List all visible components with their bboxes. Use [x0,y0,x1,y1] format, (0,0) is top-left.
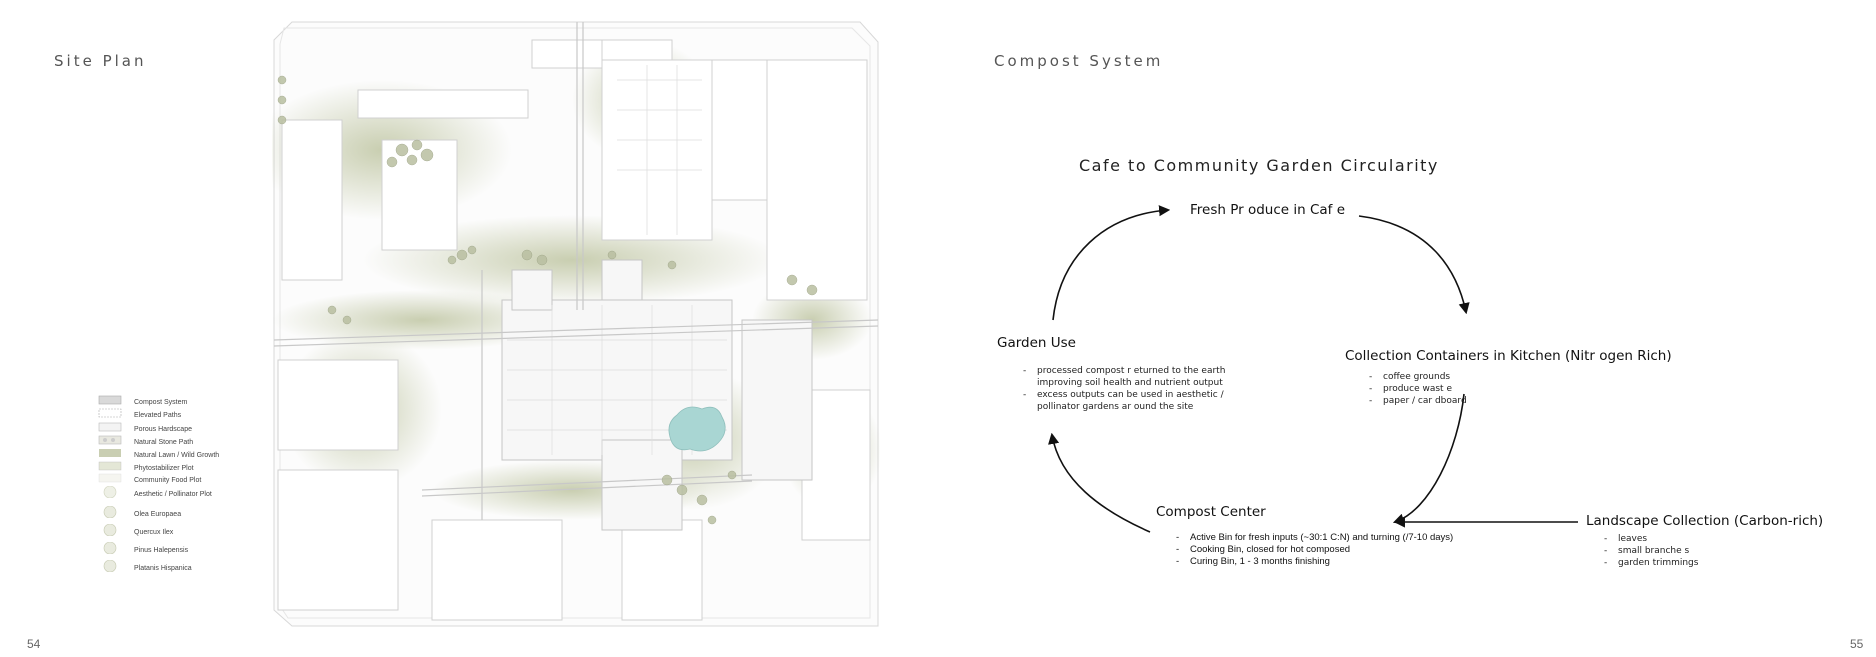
legend-item: Community Food Plot [98,473,201,487]
lawn-swatch [98,446,122,464]
list-item: paper / car dboard [1369,395,1509,407]
list-item: Cooking Bin, closed for hot composed [1176,544,1466,556]
list-item: garden trimmings [1604,557,1744,569]
site-plan-heading: Site Plan [54,52,147,70]
page-number-left: 54 [27,637,41,651]
food-plot-swatch [98,471,122,489]
legend-item: Compost System [98,395,187,409]
node-garden-use-title: Garden Use [997,335,1076,351]
node-landscape-items: leaves small branche s garden trimmings [1604,533,1744,569]
elevated-path-swatch [98,406,122,424]
list-item: leaves [1604,533,1744,545]
legend-item: Platanis Hispanica [98,559,192,577]
legend-label: Quercux Ilex [134,528,174,536]
list-item: coffee grounds [1369,371,1509,383]
legend-item: Quercux Ilex [98,523,174,541]
stone-path-swatch [98,433,122,451]
diagram-title: Cafe to Community Garden Circularity [1079,156,1439,175]
list-item: Curing Bin, 1 - 3 months finishing [1176,556,1466,568]
arrow-garden-to-cafe [1052,205,1171,321]
legend-item: Porous Hardscape [98,422,192,436]
arrow-compost-to-garden [1048,432,1151,533]
node-fresh-produce: Fresh Pr oduce in Caf e [1190,202,1346,218]
tree-icon [98,559,122,577]
legend-label: Natural Stone Path [134,438,194,446]
legend-item: Pinus Halepensis [98,541,189,559]
legend-item: Phytostabilizer Plot [98,461,194,475]
legend-label: Aesthetic / Pollinator Plot [134,490,212,498]
legend-label: Compost System [134,398,188,406]
legend-label: Porous Hardscape [134,425,192,433]
page-number-right: 55 [1850,637,1864,651]
phytostabilizer-swatch [98,459,122,477]
legend-item: Elevated Paths [98,408,181,422]
list-item: excess outputs can be used in aesthetic … [1023,389,1263,413]
list-item: processed compost r eturned to the earth… [1023,365,1263,389]
legend-label: Natural Lawn / Wild Growth [134,451,220,459]
compost-system-heading: Compost System [994,52,1164,70]
legend-label: Pinus Halepensis [134,546,189,554]
tree-icon [98,541,122,559]
tree-icon [98,505,122,523]
legend-item: Aesthetic / Pollinator Plot [98,485,212,503]
list-item: produce wast e [1369,383,1509,395]
site-plan-drawing [252,20,882,630]
compost-swatch [98,393,122,411]
node-collection-title: Collection Containers in Kitchen (Nitr o… [1345,348,1672,364]
legend-item: Olea Europaea [98,505,182,523]
pollinator-swatch [98,485,122,503]
legend-item: Natural Lawn / Wild Growth [98,448,219,462]
tree-icon [98,523,122,541]
legend-label: Elevated Paths [134,411,182,419]
legend-label: Platanis Hispanica [134,564,192,572]
node-compost-center-title: Compost Center [1156,504,1266,520]
node-landscape-title: Landscape Collection (Carbon-rich) [1586,513,1824,529]
node-garden-use-items: processed compost r eturned to the earth… [1023,365,1263,413]
legend-label: Community Food Plot [134,476,202,484]
legend-label: Phytostabilizer Plot [134,464,194,472]
legend-item: Natural Stone Path [98,435,193,449]
arrow-cafe-to-collection [1358,215,1470,315]
porous-hardscape-swatch [98,420,122,438]
list-item: Active Bin for fresh inputs (~30:1 C:N) … [1176,532,1466,544]
node-collection-items: coffee grounds produce wast e paper / ca… [1369,371,1509,407]
legend-label: Olea Europaea [134,510,182,518]
list-item: small branche s [1604,545,1744,557]
arrow-collection-to-compost [1392,393,1465,525]
node-compost-center-items: Active Bin for fresh inputs (~30:1 C:N) … [1176,532,1466,568]
